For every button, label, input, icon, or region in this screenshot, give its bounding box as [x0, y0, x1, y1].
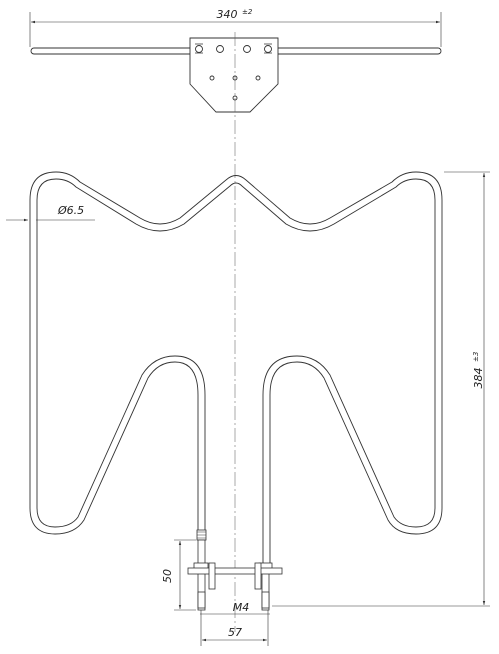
- dim-overall-height-value: 384: [472, 368, 485, 389]
- flange-hole-small: [255, 75, 261, 81]
- heating-tube-outer: [29, 171, 443, 565]
- dim-overall-width-tolerance: ±2: [242, 8, 253, 16]
- terminal-bracket: [187, 567, 283, 575]
- dim-terminal-spacing: [200, 610, 269, 646]
- flange-hole: [264, 45, 272, 53]
- top-view: [30, 37, 442, 113]
- terminal-right-tip: [261, 591, 270, 609]
- flange-hole: [243, 45, 251, 53]
- dim-overall-height-tolerance: ±3: [472, 352, 480, 362]
- dim-overall-width-value: 340: [217, 8, 238, 21]
- dim-terminal-length-value: 50: [161, 569, 174, 583]
- flange-hole: [216, 45, 224, 53]
- terminal-stud: [208, 562, 216, 590]
- mounting-flange: [189, 37, 279, 113]
- flange-hole: [195, 45, 203, 53]
- dim-overall-width: [29, 12, 442, 47]
- heating-element: [29, 171, 443, 565]
- flange-hole-small: [209, 75, 215, 81]
- terminal-stud: [254, 562, 262, 590]
- terminals: [187, 529, 283, 611]
- terminal-left-pin: [197, 539, 206, 611]
- dim-overall-height: [272, 171, 490, 607]
- dim-terminal-spacing-value: 57: [228, 626, 242, 639]
- dim-terminal-length: [174, 539, 196, 611]
- dim-terminal-thread-value: M4: [233, 601, 250, 614]
- heating-tube-inner: [36, 178, 436, 565]
- dim-tube-diameter-value: Ø6.5: [57, 204, 84, 217]
- terminal-left-tip: [197, 591, 206, 609]
